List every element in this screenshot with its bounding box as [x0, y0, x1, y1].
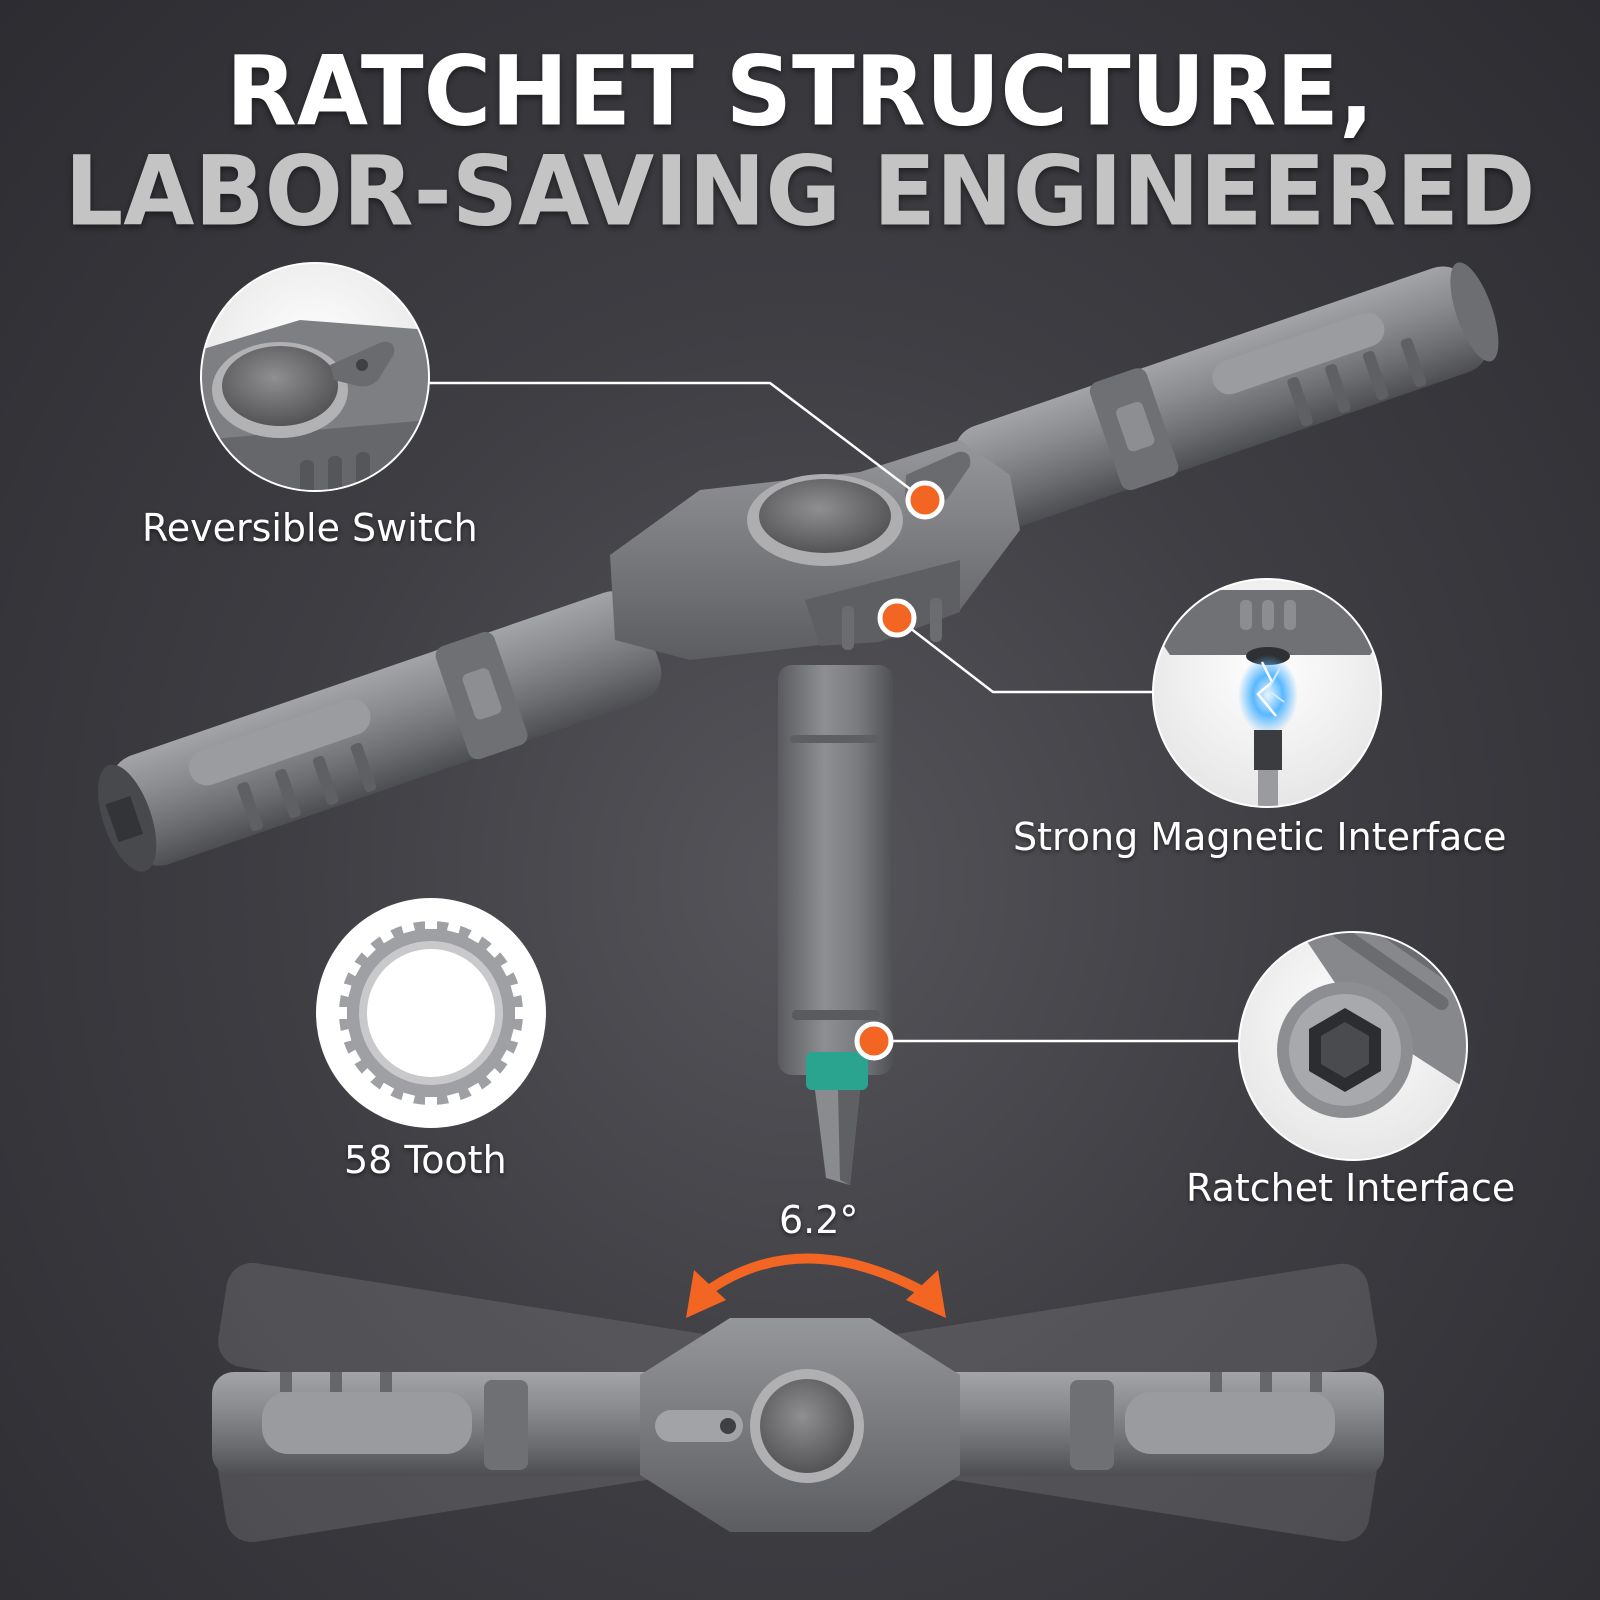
callout-lines	[428, 381, 1240, 1043]
gear-ring-icon	[335, 917, 527, 1109]
switch-detail-circle	[200, 262, 430, 492]
swing-angle-label: 6.2°	[779, 1198, 859, 1242]
ratchet-marker	[854, 1021, 894, 1061]
hex-detail-circle	[1238, 931, 1468, 1161]
switch-marker	[905, 480, 945, 520]
vertical-shaft	[778, 665, 893, 1075]
right-handle-arm	[954, 262, 1499, 532]
magnetic-interface-label: Strong Magnetic Interface	[1013, 815, 1507, 859]
magnet-spark-icon	[1238, 655, 1298, 735]
tooth-count-label: 58 Tooth	[344, 1138, 507, 1182]
callout-markers	[854, 480, 945, 1061]
reversible-switch-label: Reversible Switch	[142, 506, 478, 550]
switch-leader-line	[428, 381, 923, 499]
magnetic-detail-circle	[1152, 578, 1382, 808]
gear-detail-circle	[316, 898, 546, 1128]
headline-line-1: RATCHET STRUCTURE,	[226, 35, 1374, 148]
bit-collar	[806, 1052, 868, 1090]
swing-arrow-icon	[703, 1253, 927, 1297]
magnetic-leader-line	[896, 617, 1155, 694]
swing-illustration	[212, 1253, 1384, 1543]
ratchet-interface-label: Ratchet Interface	[1186, 1166, 1516, 1210]
magnetic-marker	[877, 598, 917, 638]
headline-line-2: LABOR-SAVING ENGINEERED	[64, 135, 1536, 248]
left-handle-arm	[98, 591, 662, 872]
